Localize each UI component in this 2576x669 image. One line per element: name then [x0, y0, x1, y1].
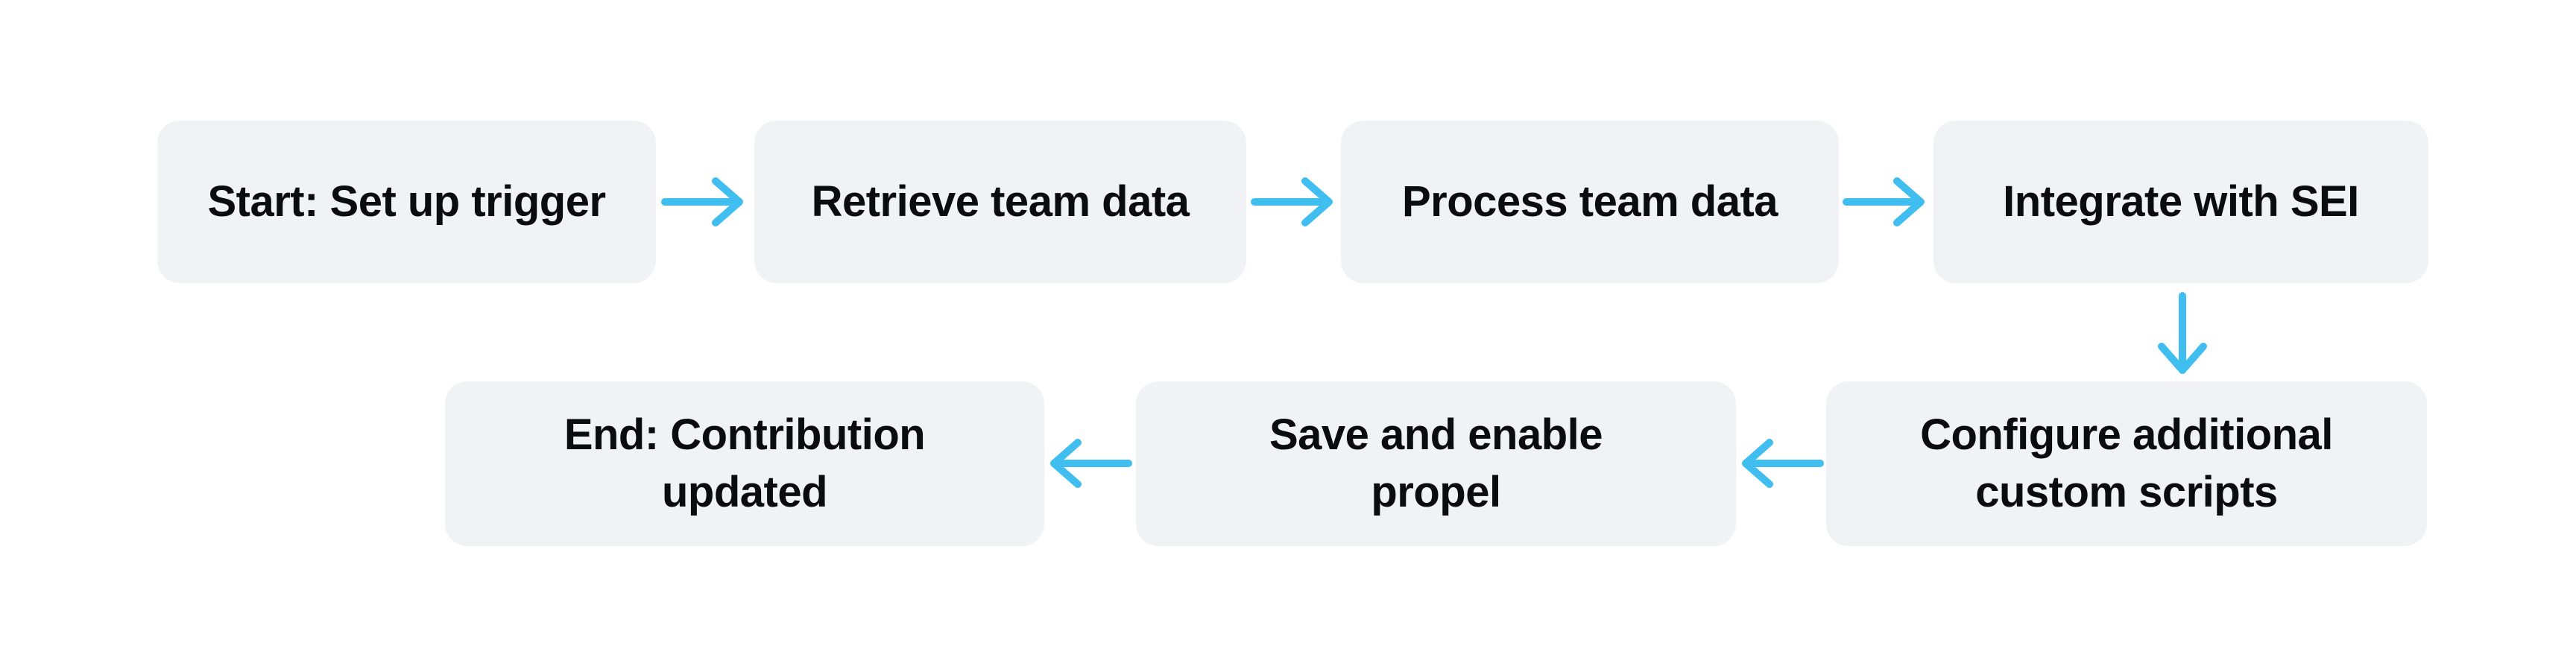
- flow-node-process-team-data: Process team data: [1341, 121, 1839, 283]
- flow-node-save-enable-propel-label: Save and enable propel: [1269, 410, 1603, 516]
- arrow-left-icon: [1050, 439, 1132, 488]
- arrow-left-icon: [1742, 439, 1824, 488]
- arrow-right-icon: [1843, 177, 1925, 226]
- flow-node-start-label: Start: Set up trigger: [207, 177, 606, 226]
- flow-node-save-enable-propel: Save and enable propel: [1136, 381, 1736, 546]
- flow-node-integrate-with-sei: Integrate with SEI: [1933, 121, 2428, 283]
- arrow-right-icon: [661, 177, 743, 226]
- flow-node-process-team-data-label: Process team data: [1401, 177, 1778, 226]
- flow-node-configure-custom-scripts: Configure additional custom scripts: [1826, 381, 2427, 546]
- arrow-right-icon: [1251, 177, 1333, 226]
- flow-node-integrate-with-sei-label: Integrate with SEI: [2003, 177, 2359, 226]
- flow-node-retrieve-team-data-label: Retrieve team data: [811, 177, 1190, 226]
- flow-node-configure-custom-scripts-label: Configure additional custom scripts: [1920, 410, 2333, 516]
- flow-node-end-label: End: Contribution updated: [564, 410, 926, 516]
- flow-node-retrieve-team-data: Retrieve team data: [754, 121, 1246, 283]
- flow-node-start: Start: Set up trigger: [157, 121, 656, 283]
- arrow-down-icon: [2158, 292, 2207, 374]
- flow-node-end: End: Contribution updated: [445, 381, 1044, 546]
